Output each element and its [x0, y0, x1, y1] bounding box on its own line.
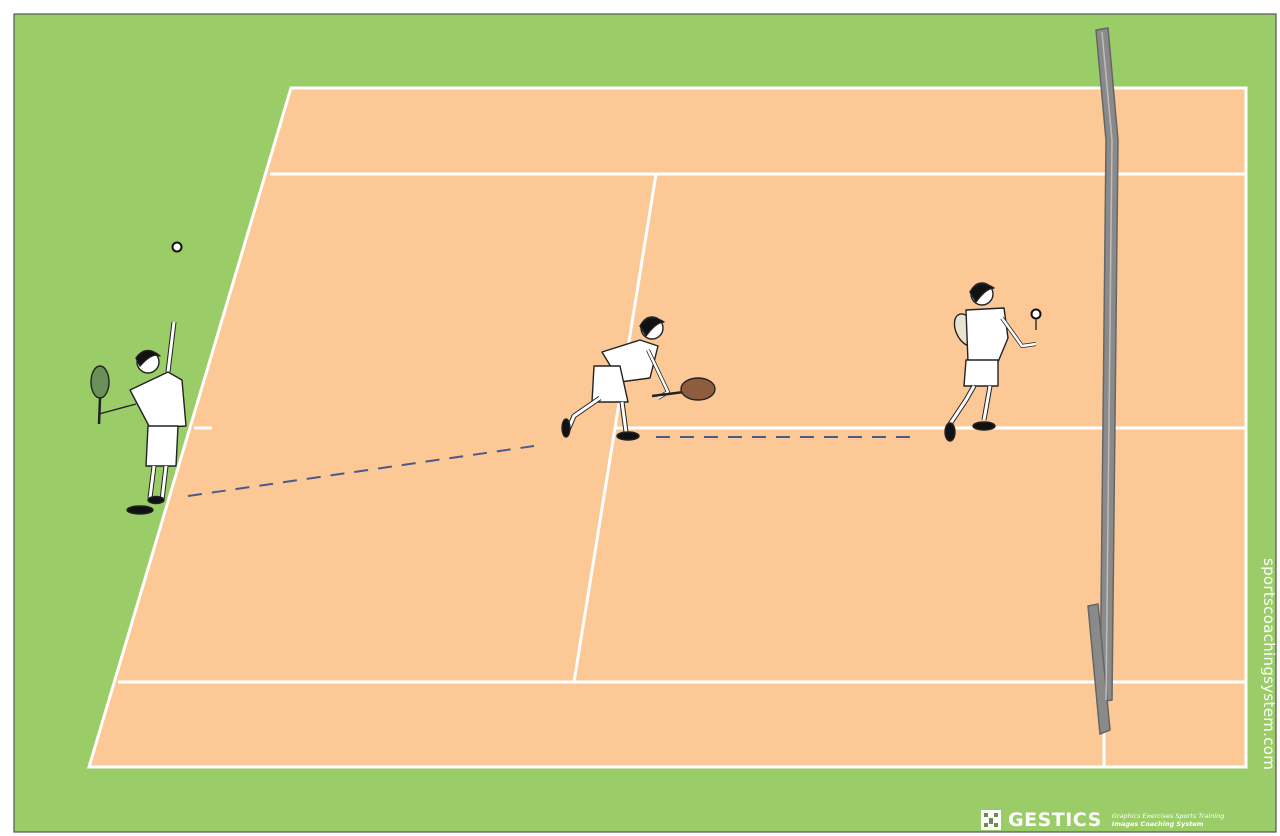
- racket: [681, 378, 715, 400]
- gestics-logo-icon: [980, 809, 1002, 831]
- racket: [91, 366, 109, 398]
- brand-logo: GESTICS Graphics Exercises Sports Traini…: [980, 806, 1224, 834]
- brand-name: GESTICS: [1008, 809, 1102, 831]
- brand-tagline-1: Graphics Exercises Sports Training: [1112, 812, 1225, 820]
- tennis-ball-toss: [173, 243, 182, 252]
- brand-tagline: Graphics Exercises Sports Training Image…: [1112, 812, 1225, 828]
- watermark-url: sportscoachingsystem.com: [1254, 558, 1278, 808]
- brand-tagline-2: Images Coaching System: [1112, 820, 1225, 828]
